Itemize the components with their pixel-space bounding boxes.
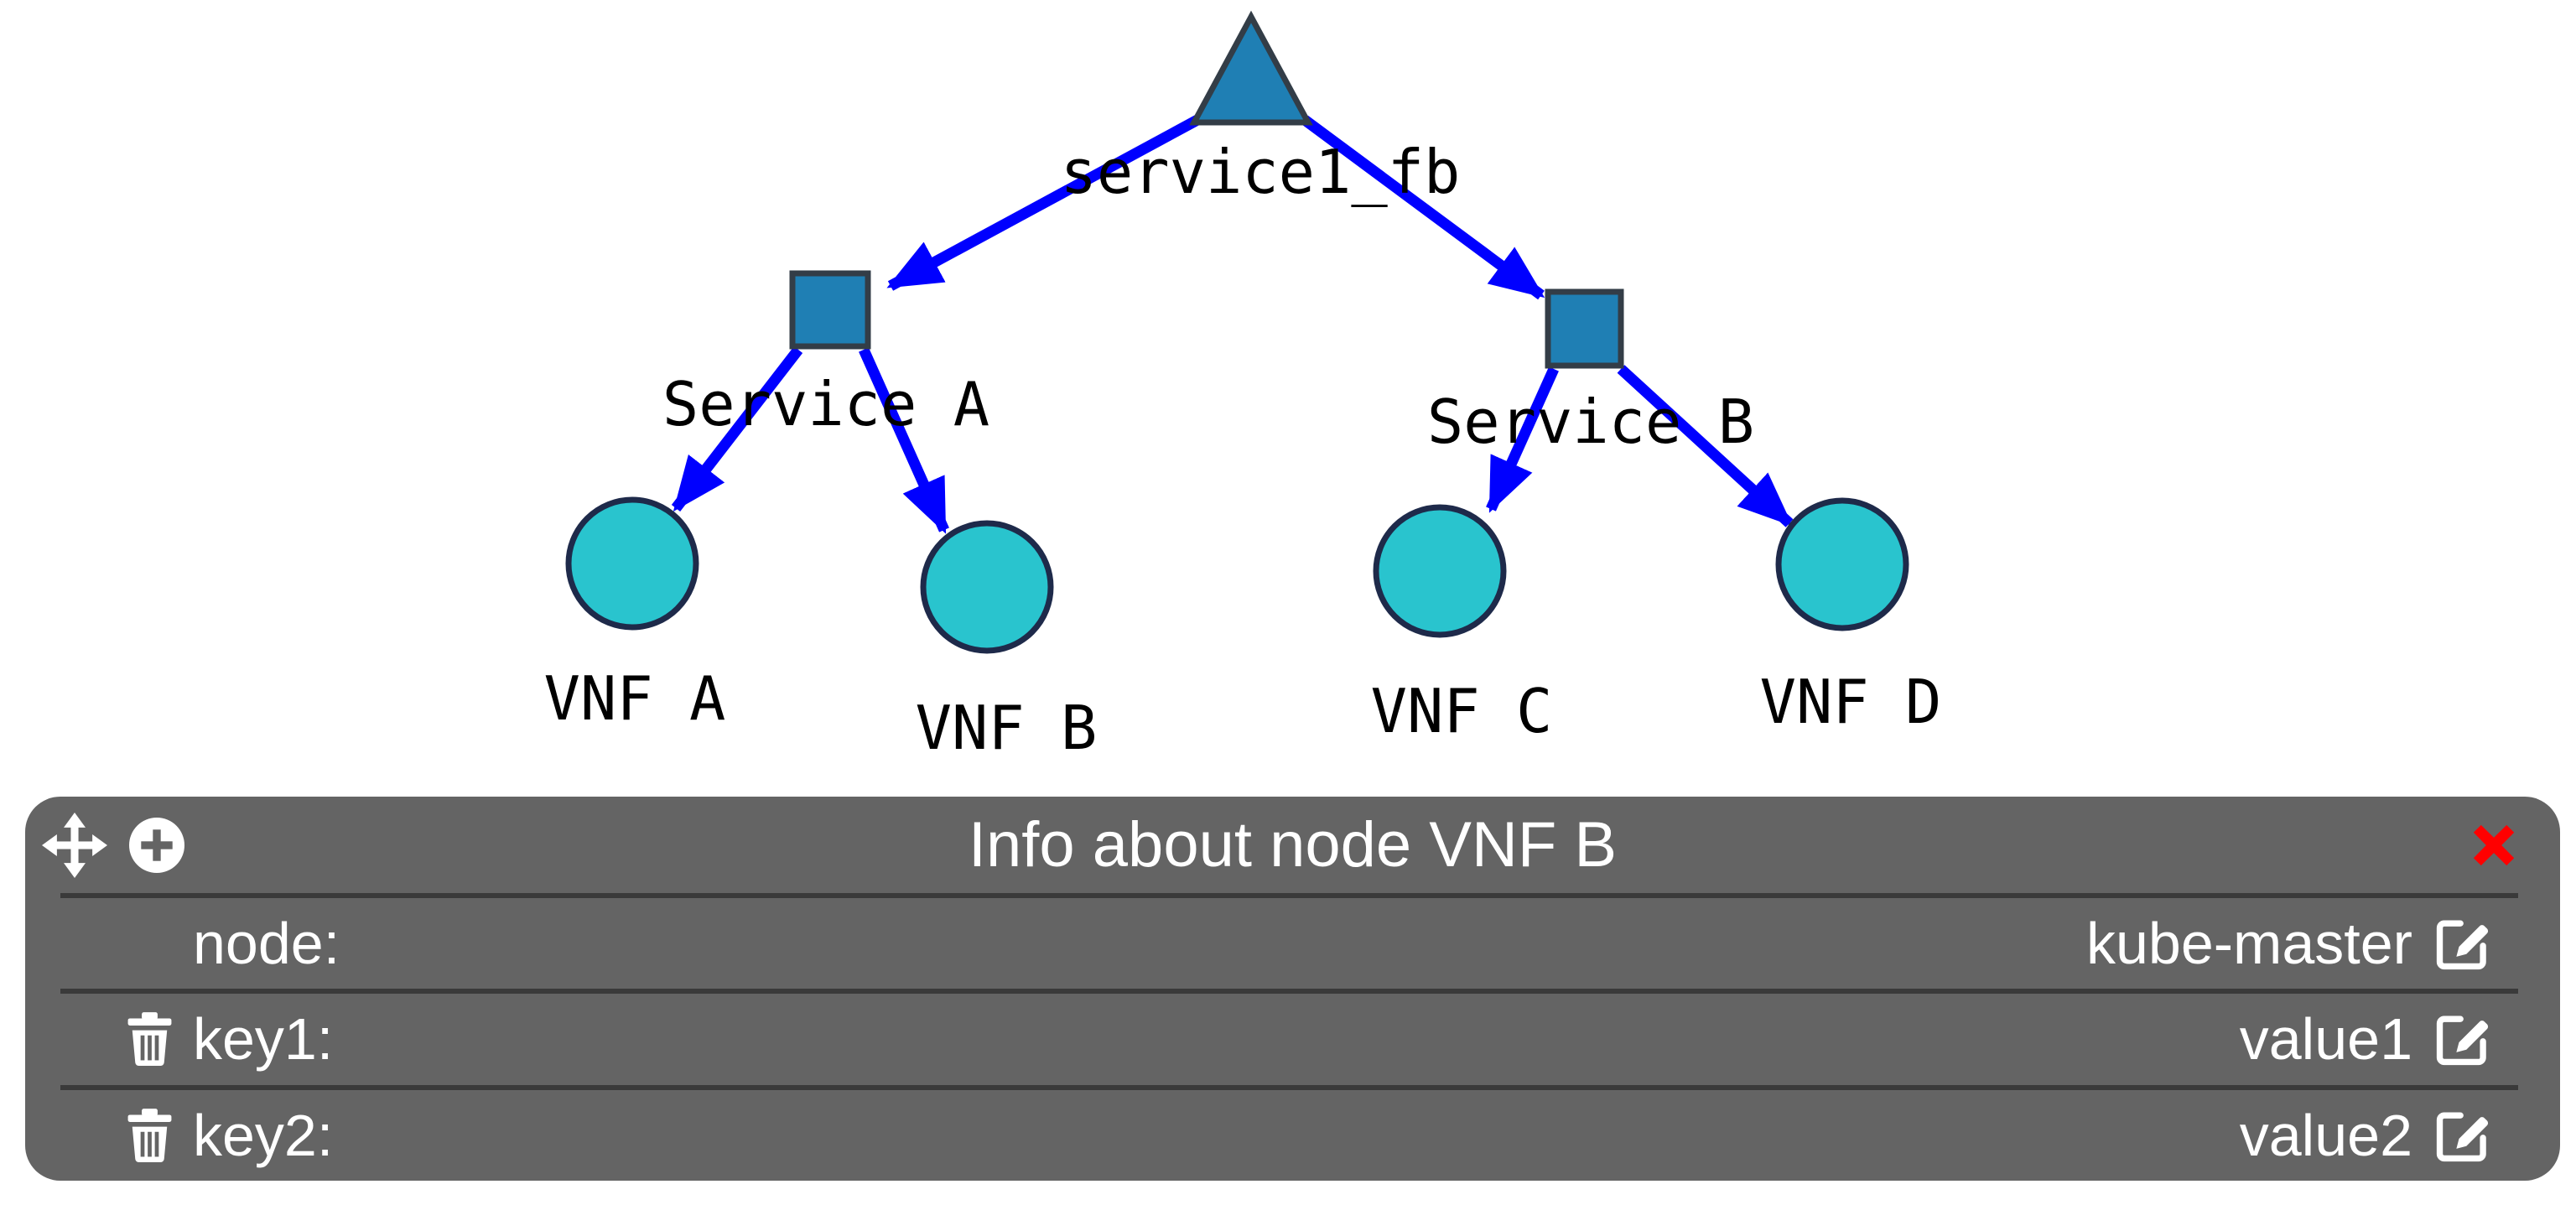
edge-service-a-vnf-b	[859, 347, 949, 534]
panel-row-node: node: kube-master	[25, 898, 2560, 989]
node-label-vnf-a: VNF A	[544, 663, 726, 734]
close-icon[interactable]	[2470, 821, 2518, 870]
panel-separator	[60, 893, 2518, 898]
node-label-service-b: Service B	[1427, 387, 1754, 457]
row-value: value2	[2239, 1102, 2412, 1168]
info-panel: Info about node VNF B node: kube-master	[25, 797, 2560, 1181]
edit-icon[interactable]	[2434, 1010, 2491, 1067]
panel-separator	[60, 1084, 2518, 1090]
node-label-vnf-d: VNF D	[1760, 667, 1942, 737]
node-service-b[interactable]	[1545, 288, 1624, 369]
node-vnf-c[interactable]	[1373, 504, 1507, 638]
topology-graph: service1_fb Service A Service B VNF A VN…	[544, 10, 1942, 763]
node-vnf-a[interactable]	[565, 496, 699, 631]
edit-icon[interactable]	[2434, 1107, 2491, 1164]
panel-row-key1: key1: value1	[25, 994, 2560, 1084]
node-service1-fb[interactable]	[1189, 10, 1313, 126]
node-vnf-b[interactable]	[920, 520, 1054, 654]
edit-icon[interactable]	[2434, 915, 2491, 972]
edge-root-service-b	[1301, 115, 1545, 300]
edge-root-service-a	[886, 115, 1201, 291]
row-label: node:	[193, 911, 340, 977]
trash-icon[interactable]	[126, 1011, 174, 1067]
trash-icon[interactable]	[126, 1108, 174, 1163]
node-label-vnf-b: VNF B	[916, 693, 1098, 763]
panel-row-key2: key2: value2	[25, 1090, 2560, 1181]
edge-service-a-vnf-a	[671, 346, 803, 512]
plus-icon[interactable]	[129, 817, 184, 873]
row-value: kube-master	[2085, 911, 2412, 977]
edge-service-b-vnf-c	[1486, 366, 1559, 513]
row-label: key1:	[193, 1006, 334, 1073]
node-label-service-a: Service A	[662, 369, 989, 439]
panel-separator	[60, 989, 2518, 995]
row-label: key2:	[193, 1102, 334, 1168]
info-panel-header: Info about node VNF B	[25, 797, 2560, 893]
edge-service-b-vnf-d	[1617, 365, 1794, 527]
node-service-a[interactable]	[789, 270, 871, 350]
node-label-service1-fb: service1_fb	[1061, 137, 1461, 207]
info-panel-title: Info about node VNF B	[968, 809, 1618, 880]
node-label-vnf-c: VNF C	[1371, 676, 1553, 746]
row-value: value1	[2239, 1006, 2412, 1073]
node-vnf-d[interactable]	[1775, 497, 1909, 631]
move-icon[interactable]	[42, 812, 107, 878]
